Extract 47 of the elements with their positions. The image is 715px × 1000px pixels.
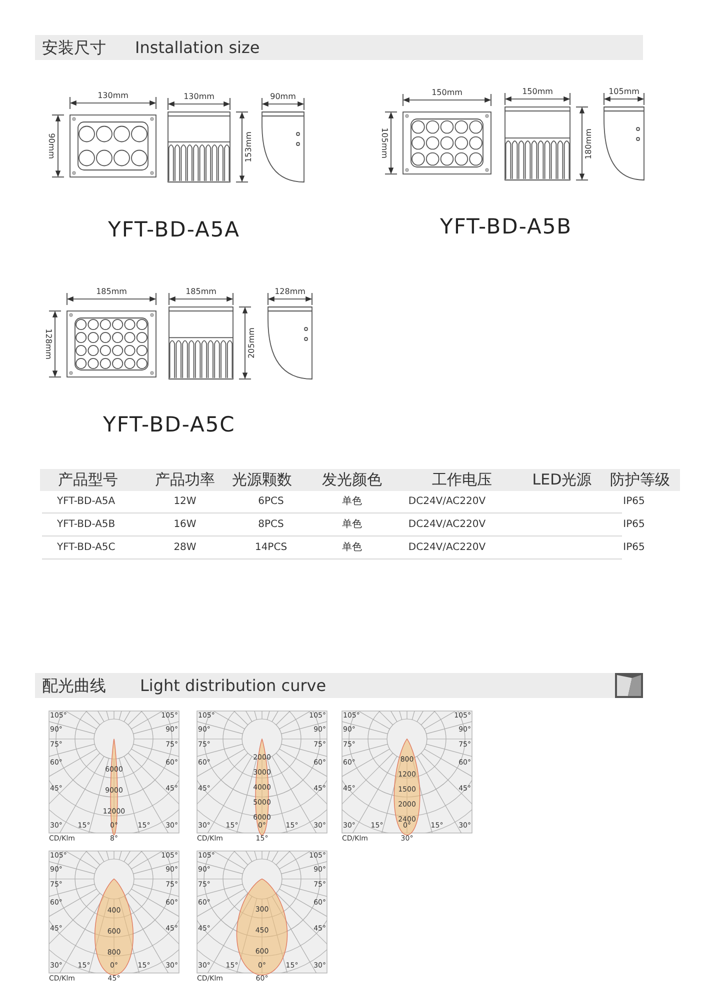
table-value: 14PCS bbox=[254, 543, 288, 553]
table-value: 8PCS bbox=[258, 520, 284, 530]
dimension-label: 90mm bbox=[47, 133, 55, 159]
dimension-label: 185mm bbox=[96, 288, 127, 296]
table-value: 28W bbox=[174, 543, 196, 553]
column-header: 防护等级 bbox=[610, 472, 670, 488]
table-value: IP65 bbox=[623, 520, 645, 530]
table-value: YFT-BD-A5A bbox=[57, 497, 116, 507]
dimension-label: 150mm bbox=[432, 89, 462, 97]
table-value: IP65 bbox=[623, 543, 645, 553]
table-value: YFT-BD-A5C bbox=[57, 543, 116, 553]
table-value: 单色 bbox=[342, 543, 362, 553]
section-heading: Light distribution curve bbox=[140, 678, 326, 694]
column-header: 产品型号 bbox=[58, 472, 118, 488]
table-value: 6PCS bbox=[258, 497, 284, 507]
model-name: YFT-BD-A5B bbox=[440, 216, 572, 238]
dimension-label: 105mm bbox=[380, 128, 388, 158]
dimension-label: 130mm bbox=[98, 92, 128, 100]
model-name: YFT-BD-A5C bbox=[103, 414, 236, 436]
section-heading: Installation size bbox=[135, 40, 260, 56]
table-value: 16W bbox=[174, 520, 196, 530]
section-heading: 配光曲线 bbox=[42, 678, 106, 694]
table-value: DC24V/AC220V bbox=[408, 520, 486, 530]
dimension-label: 153mm bbox=[245, 132, 253, 162]
column-header: 光源颗数 bbox=[232, 472, 292, 488]
table-value: 单色 bbox=[342, 497, 362, 507]
dimension-label: 185mm bbox=[186, 288, 216, 296]
section-heading: 安装尺寸 bbox=[42, 40, 106, 56]
column-header: 工作电压 bbox=[432, 472, 492, 488]
dimension-label: 130mm bbox=[184, 93, 214, 101]
column-header: 产品功率 bbox=[155, 472, 215, 488]
dimension-label: 205mm bbox=[248, 328, 256, 358]
dimension-label: 128mm bbox=[44, 328, 52, 360]
dimension-label: 90mm bbox=[270, 93, 296, 101]
table-value: 12W bbox=[174, 497, 196, 507]
dimension-label: 150mm bbox=[522, 88, 553, 96]
dimension-label: 105mm bbox=[608, 88, 640, 96]
table-value: YFT-BD-A5B bbox=[57, 520, 116, 530]
model-name: YFT-BD-A5A bbox=[108, 220, 240, 240]
dimension-label: 180mm bbox=[585, 128, 593, 159]
table-value: DC24V/AC220V bbox=[408, 543, 486, 553]
table-value: IP65 bbox=[623, 497, 645, 507]
column-header: 发光颜色 bbox=[322, 472, 382, 488]
column-header: LED光源 bbox=[532, 472, 592, 488]
dimension-label: 128mm bbox=[274, 288, 306, 296]
table-value: DC24V/AC220V bbox=[408, 497, 486, 507]
table-value: 单色 bbox=[342, 520, 362, 530]
